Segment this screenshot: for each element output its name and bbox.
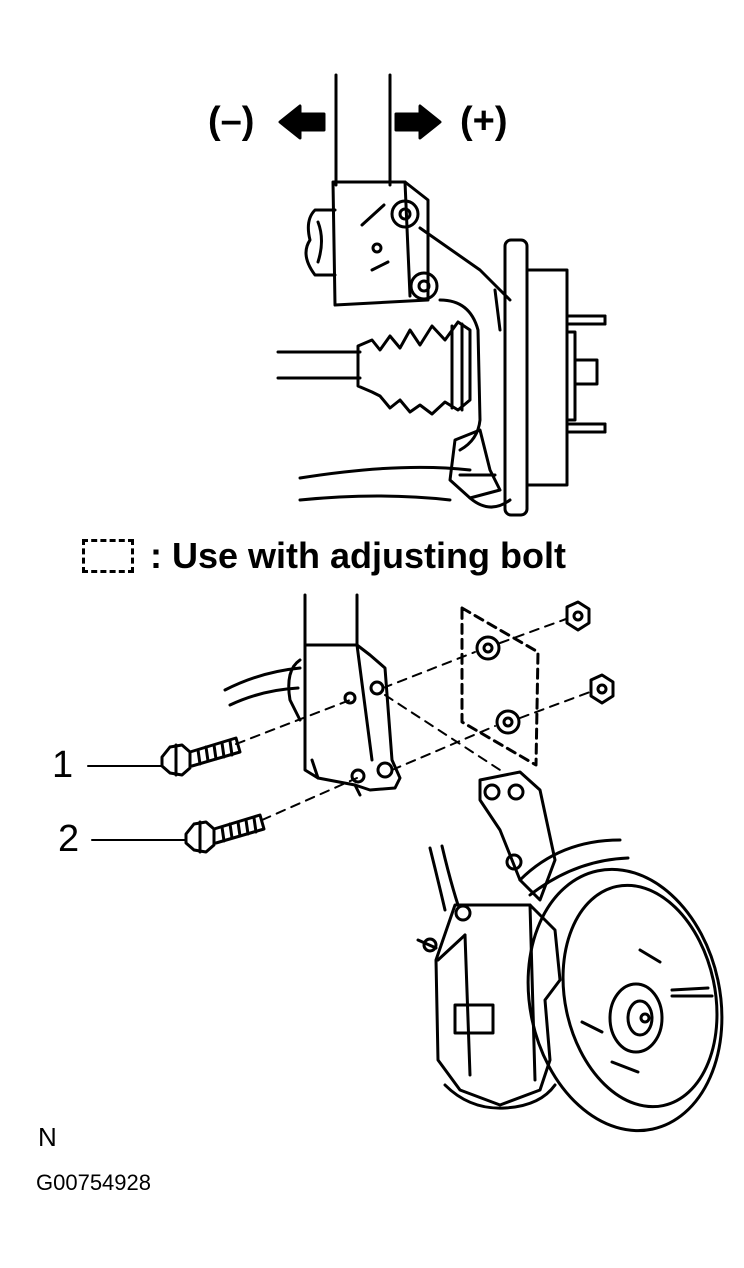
dashed-box-icon: [82, 539, 134, 573]
strut-tube-bottom: [303, 593, 359, 647]
orientation-label: N: [38, 1122, 57, 1152]
brake-disc: [518, 838, 724, 1133]
washer-lower: [495, 709, 521, 735]
callout-label-1: 1: [52, 744, 74, 786]
bolt-1: [160, 736, 242, 777]
nut-upper: [565, 600, 591, 632]
strut-tube-top: [334, 73, 392, 187]
washer-upper: [475, 635, 501, 661]
drive-shaft-boot: [276, 320, 472, 416]
hub-disc-side: [503, 238, 607, 517]
legend: : Use with adjusting bolt: [82, 533, 566, 579]
wheel-studs: [580, 948, 714, 1074]
wheel-hub: [608, 982, 664, 1054]
figure-id: G00754928: [36, 1170, 151, 1195]
assembly-lines: [235, 618, 591, 821]
direction-plus-label: (+): [460, 100, 508, 142]
adjusting-bolt-region: [460, 606, 540, 767]
brake-caliper: [416, 903, 562, 1110]
nut-lower: [589, 673, 615, 705]
lower-arm: [298, 428, 512, 509]
bracket-bolt-lower: [409, 271, 439, 301]
callout-label-2: 2: [58, 818, 80, 860]
arrow-left-icon: [278, 104, 326, 140]
bracket-bolt-upper: [390, 199, 420, 229]
direction-minus-label: (–): [208, 100, 255, 142]
steering-knuckle-bottom: [428, 770, 557, 912]
strut-bracket-bottom: [223, 643, 402, 797]
bolt-2: [184, 813, 266, 854]
bracket-hole-lower: [350, 761, 394, 784]
legend-text: : Use with adjusting bolt: [150, 535, 566, 576]
arrow-right-icon: [394, 104, 442, 140]
steering-knuckle: [418, 226, 512, 452]
